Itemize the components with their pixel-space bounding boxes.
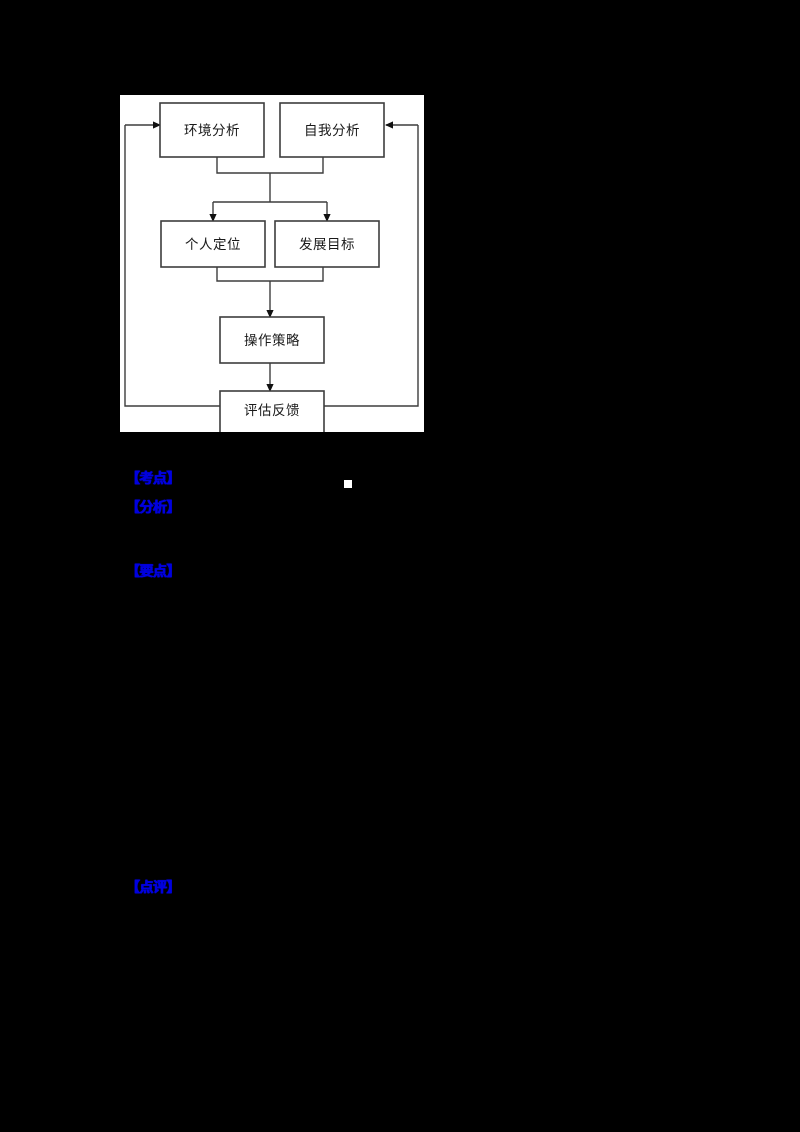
stray-white-square-artifact <box>344 480 352 488</box>
node-evaluation-feedback-box <box>219 390 325 432</box>
node-operation-strategy[interactable]: 操作策略 <box>219 316 325 364</box>
edge-row1-merge <box>216 157 324 174</box>
node-environment-analysis-label: 环境分析 <box>184 123 240 139</box>
body-text-run-dianping: 【点评】 <box>126 879 181 897</box>
node-personal-positioning-label: 个人定位 <box>185 237 241 253</box>
node-self-analysis-box <box>279 102 385 158</box>
node-development-goal-box <box>274 220 380 268</box>
body-text-run-yaodian: 【要点】 <box>126 563 181 581</box>
edge-row2-merge <box>216 267 324 282</box>
node-personal-positioning-box <box>160 220 266 268</box>
node-self-analysis[interactable]: 自我分析 <box>279 102 385 158</box>
flowchart-figure: 环境分析 自我分析 个人定位 发展目标 <box>120 95 424 432</box>
node-operation-strategy-label: 操作策略 <box>244 332 300 349</box>
node-self-analysis-label: 自我分析 <box>304 123 360 139</box>
node-evaluation-feedback[interactable]: 评估反馈 <box>219 390 325 432</box>
node-environment-analysis-box <box>159 102 265 158</box>
node-development-goal-label: 发展目标 <box>299 237 355 253</box>
node-environment-analysis[interactable]: 环境分析 <box>159 102 265 158</box>
edge-feedback-right-path <box>320 125 419 407</box>
body-text-run-kaodian: 【考点】 <box>126 470 181 488</box>
body-text-run-fenxi: 【分析】 <box>126 499 181 517</box>
connector-group <box>124 121 419 407</box>
node-personal-positioning[interactable]: 个人定位 <box>160 220 266 268</box>
node-group: 环境分析 自我分析 个人定位 发展目标 <box>159 102 385 432</box>
flowchart-svg: 环境分析 自我分析 个人定位 发展目标 <box>124 102 419 432</box>
edge-feedback-left-path <box>124 125 220 407</box>
node-operation-strategy-box <box>219 316 325 364</box>
node-development-goal[interactable]: 发展目标 <box>274 220 380 268</box>
node-evaluation-feedback-label: 评估反馈 <box>244 403 300 419</box>
